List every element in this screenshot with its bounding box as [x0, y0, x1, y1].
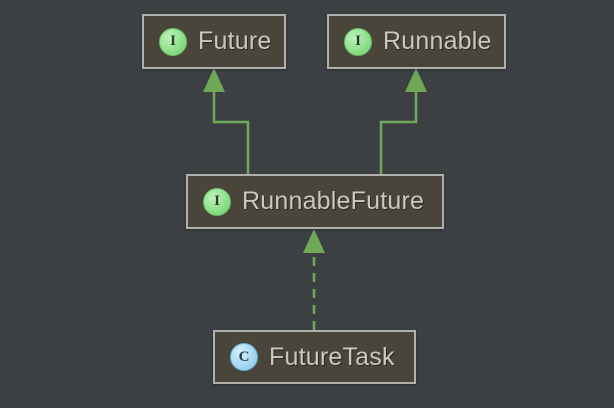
uml-node-runnable[interactable]: I Runnable	[327, 14, 506, 69]
interface-badge-icon: I	[159, 27, 187, 56]
uml-node-label: FutureTask	[269, 342, 395, 371]
class-badge-icon: C	[230, 343, 258, 371]
uml-node-label: Future	[198, 27, 272, 55]
uml-node-label: RunnableFuture	[242, 187, 425, 215]
edge-runnablefuture-to-future	[203, 68, 250, 174]
interface-badge-icon: I	[203, 187, 231, 216]
edge-futuretask-to-runnablefuture	[303, 229, 325, 330]
uml-node-futuretask[interactable]: C FutureTask	[213, 330, 416, 384]
uml-node-runnablefuture[interactable]: I RunnableFuture	[186, 174, 444, 229]
edge-runnablefuture-to-runnable	[379, 68, 427, 174]
uml-node-future[interactable]: I Future	[142, 14, 286, 69]
uml-node-label: Runnable	[383, 27, 492, 55]
interface-badge-icon: I	[344, 27, 372, 56]
